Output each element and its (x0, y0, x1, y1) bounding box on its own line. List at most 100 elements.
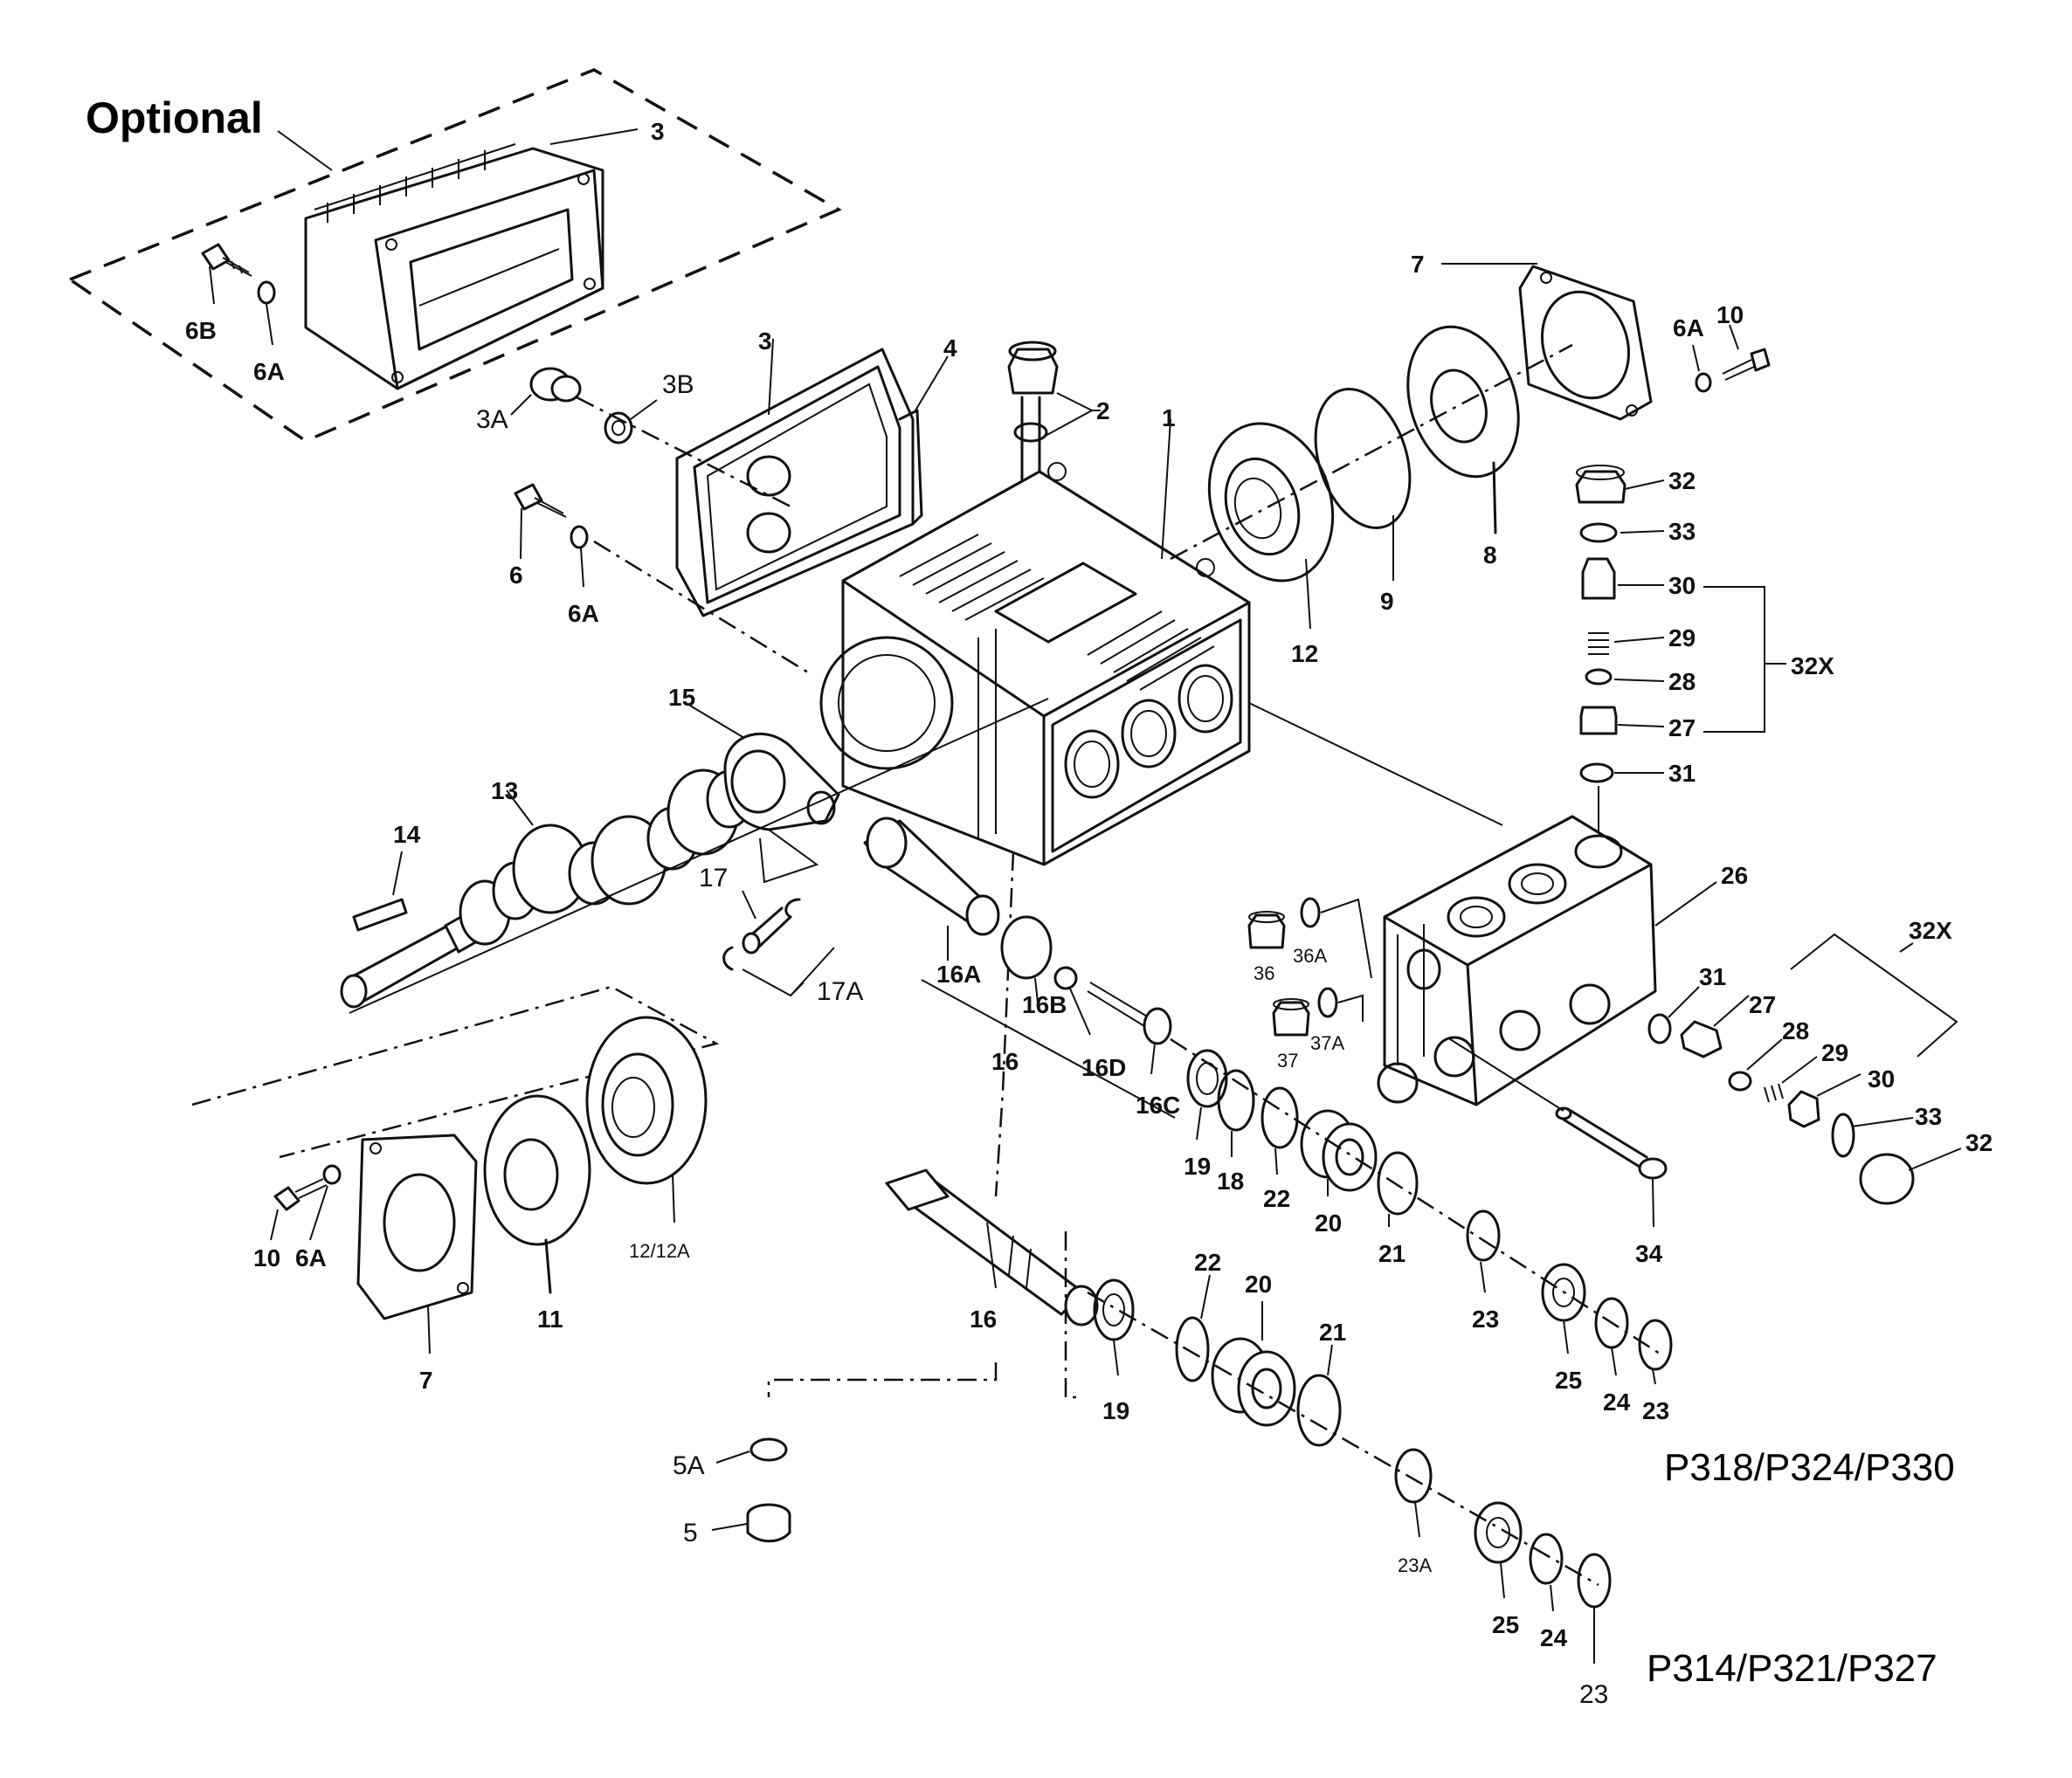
oring-21-upper (1377, 1151, 1419, 1216)
label-7-left: 7 (419, 1367, 433, 1394)
plug-32-top (1575, 470, 1627, 504)
label-32X-right: 32X (1909, 917, 1952, 944)
label-33-top: 33 (1668, 518, 1696, 545)
label-25-lower: 25 (1492, 1611, 1519, 1638)
washer-6A-lower (322, 1164, 342, 1185)
optional-label: Optional (86, 93, 263, 142)
plug-3A (529, 367, 582, 403)
washer-6A-right (1695, 372, 1712, 393)
seal-23-lower-end (1577, 1553, 1612, 1609)
label-22-upper: 22 (1263, 1185, 1290, 1212)
label-34: 34 (1635, 1240, 1663, 1267)
label-3-optional: 3 (651, 118, 665, 145)
label-28-right: 28 (1782, 1017, 1809, 1044)
seal-8 (1406, 325, 1520, 479)
screw-6 (514, 483, 567, 560)
label-18: 18 (1217, 1168, 1244, 1195)
bracket-32X-top (1703, 586, 1786, 733)
washer-5A (749, 1437, 788, 1462)
spring-29-top (1588, 632, 1609, 655)
label-16B: 16B (1022, 991, 1067, 1018)
plug-37 (1272, 998, 1310, 1037)
label-31-right: 31 (1699, 963, 1726, 990)
oring-22-upper (1260, 1086, 1299, 1149)
label-8: 8 (1483, 541, 1497, 569)
label-28-top: 28 (1668, 668, 1696, 695)
label-25-upper: 25 (1555, 1367, 1582, 1394)
label-23-lower-end: 23 (1579, 1680, 1608, 1709)
spring-29-right (1764, 1083, 1784, 1103)
valve-27-right (1680, 1020, 1723, 1058)
valve-stack-right (1647, 1013, 1915, 1205)
plunger-16C (1087, 982, 1172, 1045)
seal-retainer-20-upper (1300, 1109, 1378, 1192)
model-label-lower: P314/P321/P327 (1647, 1647, 1937, 1690)
label-11: 11 (537, 1306, 563, 1333)
label-23-upper-end: 23 (1642, 1397, 1669, 1424)
label-33-right: 33 (1915, 1103, 1942, 1130)
plug-5 (746, 1503, 791, 1543)
label-24-upper: 24 (1603, 1389, 1631, 1416)
label-16-upper: 16 (991, 1048, 1019, 1075)
bolt-34 (1555, 1106, 1668, 1180)
washer-3B (604, 411, 633, 444)
label-21-upper: 21 (1378, 1240, 1406, 1267)
bracket-32X-right (1790, 933, 1958, 1058)
seat-28-right (1728, 1071, 1752, 1092)
screw-10-right (1722, 348, 1771, 381)
label-10-right: 10 (1716, 301, 1744, 328)
oring-33-right (1831, 1113, 1855, 1158)
washer-6A-optional (257, 280, 276, 305)
label-4: 4 (943, 334, 957, 362)
plug-36 (1247, 911, 1286, 949)
label-5: 5 (683, 1519, 698, 1547)
seal-retainer-20-lower (1211, 1337, 1296, 1427)
pin-17 (722, 898, 801, 971)
label-19-upper: 19 (1184, 1153, 1211, 1180)
flange-7-left (356, 1134, 478, 1320)
screw-6B (201, 243, 252, 305)
label-29-right: 29 (1821, 1039, 1848, 1066)
optional-dashed-outline (66, 68, 842, 443)
oring-37A (1317, 987, 1338, 1018)
label-32X-top: 32X (1791, 652, 1834, 679)
crankshaft-13 (340, 768, 753, 1009)
label-2: 2 (1096, 397, 1110, 424)
label-37: 37 (1277, 1050, 1298, 1072)
label-1: 1 (1162, 404, 1176, 431)
label-5A: 5A (673, 1451, 705, 1480)
label-14: 14 (393, 821, 421, 848)
label-21-lower: 21 (1319, 1319, 1346, 1346)
label-32-right: 32 (1965, 1129, 1993, 1156)
seal-23A (1394, 1448, 1433, 1504)
optional-group: Optional 3 6B 6A (66, 68, 842, 443)
valve-stack-top (1575, 465, 1627, 882)
valve-27-top (1579, 706, 1618, 735)
label-16-lower: 16 (970, 1306, 997, 1333)
label-20-upper: 20 (1315, 1209, 1342, 1237)
flange-7-right (1518, 265, 1653, 421)
label-30-top: 30 (1668, 572, 1696, 599)
label-26: 26 (1721, 862, 1748, 889)
label-3B: 3B (662, 370, 694, 399)
label-3: 3 (758, 327, 772, 355)
label-37A: 37A (1310, 1032, 1344, 1054)
conrod-15 (723, 732, 840, 831)
oring-9 (1314, 387, 1412, 530)
seal-19-upper (1186, 1049, 1228, 1108)
crankcase-bearing-bore (819, 636, 954, 770)
label-36A: 36A (1293, 945, 1327, 967)
optional-cover-3 (304, 143, 604, 390)
oring-36A (1300, 897, 1321, 928)
bearing-12 (1207, 422, 1335, 582)
bushing-16B (1000, 915, 1053, 980)
plug-32-right (1859, 1153, 1915, 1205)
crosshead-16-lower (885, 1168, 1099, 1327)
oring-31-right (1647, 1013, 1672, 1044)
oring-33-top (1579, 522, 1618, 543)
label-17: 17 (699, 864, 728, 892)
label-6A-optional: 6A (253, 358, 285, 385)
label-3A: 3A (476, 405, 508, 434)
ring-18 (1217, 1069, 1255, 1132)
